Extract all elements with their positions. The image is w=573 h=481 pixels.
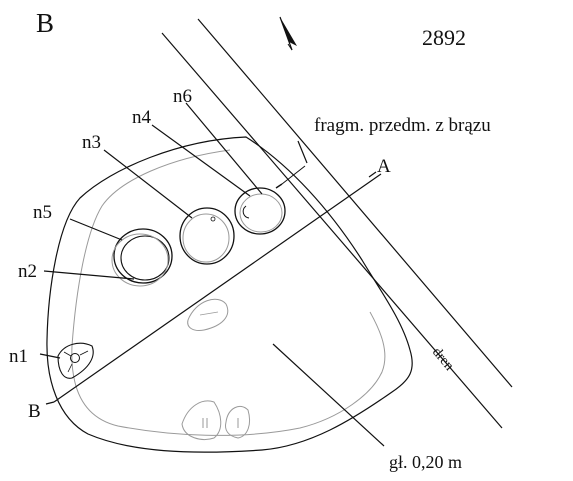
section-line-ab	[53, 173, 382, 403]
feature-number: 2892	[422, 25, 466, 50]
drain-line-right	[197, 18, 513, 388]
leader-n3	[103, 149, 193, 219]
pit-inner-outline	[71, 149, 386, 436]
drain-line-left	[161, 32, 503, 429]
label-drain: dren	[429, 345, 456, 374]
leader-n1	[39, 353, 61, 359]
label-bronze-fragment: fragm. przedm. z brązu	[314, 115, 491, 136]
north-arrow-icon	[279, 16, 297, 51]
stone-lower-right	[225, 406, 251, 439]
label-point-a: A	[377, 156, 391, 177]
label-depth: gł. 0,20 m	[389, 452, 462, 472]
bronze-fragment-marker	[275, 165, 306, 189]
feature-n5-n2	[111, 228, 173, 287]
label-n5: n5	[33, 202, 52, 223]
feature-n4-n6	[234, 187, 286, 235]
label-n4: n4	[132, 107, 152, 128]
pit-outline	[46, 136, 413, 453]
leader-n6	[185, 102, 263, 195]
leader-n4	[151, 124, 251, 197]
label-n3: n3	[82, 132, 101, 153]
label-point-b: B	[28, 401, 41, 422]
label-n2: n2	[18, 261, 37, 282]
leader-n2	[43, 270, 135, 280]
stone-lower-left	[181, 400, 222, 440]
stone-upper	[187, 298, 229, 331]
label-n6: n6	[173, 86, 192, 107]
feature-n1	[57, 342, 94, 379]
leader-point-b	[45, 401, 55, 405]
leader-point-a	[368, 171, 377, 178]
feature-n3	[179, 207, 235, 265]
leader-bronze-fragment	[297, 140, 308, 164]
label-n1: n1	[9, 346, 28, 367]
leader-n5	[69, 218, 123, 241]
panel-letter: B	[36, 8, 54, 38]
leader-depth	[272, 343, 385, 447]
